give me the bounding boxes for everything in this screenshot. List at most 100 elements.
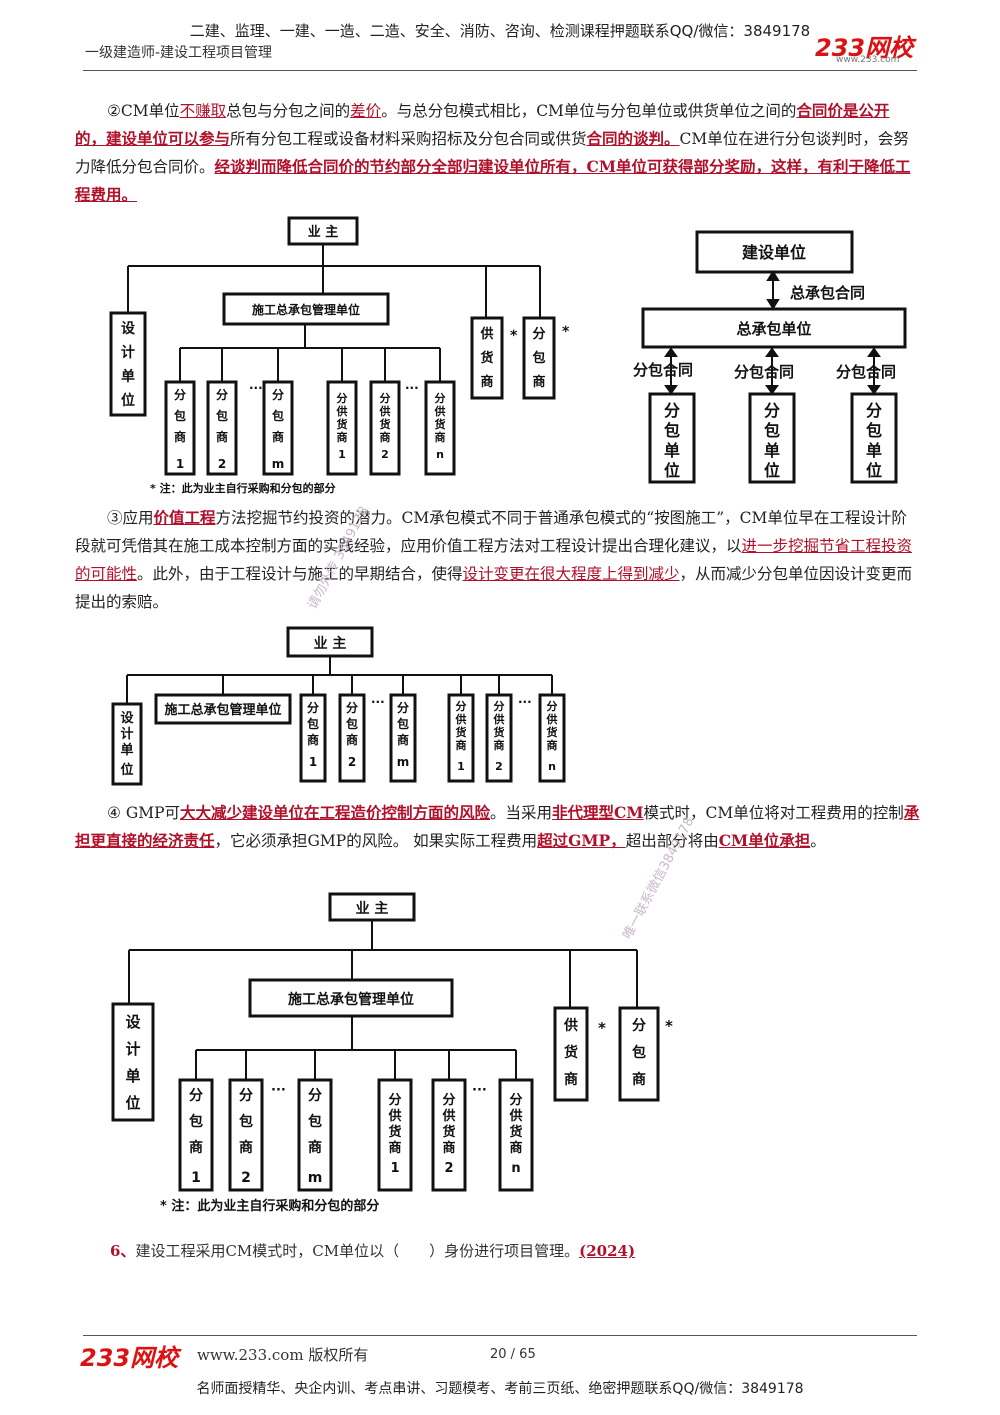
svg-text:商: 商 xyxy=(216,429,228,444)
chart2-owner: 业 主 xyxy=(314,635,347,652)
chart1-subcontractor: 分包商 xyxy=(532,326,545,390)
svg-text:商: 商 xyxy=(532,374,545,390)
gc-sub-contract-1: 分包合同 xyxy=(633,361,693,379)
svg-text:包: 包 xyxy=(189,1113,203,1130)
svg-text:包: 包 xyxy=(173,408,186,423)
svg-text:2: 2 xyxy=(218,457,226,471)
svg-text:m: m xyxy=(272,457,285,471)
svg-text:2: 2 xyxy=(348,755,356,769)
chart1-ellipsis-1: ··· xyxy=(249,381,263,395)
svg-text:货: 货 xyxy=(388,1124,401,1140)
svg-text:供: 供 xyxy=(336,404,348,418)
svg-text:分: 分 xyxy=(435,391,446,405)
svg-text:计: 计 xyxy=(125,1040,140,1058)
svg-text:货: 货 xyxy=(442,1124,455,1140)
svg-text:包: 包 xyxy=(664,421,680,440)
svg-text:包: 包 xyxy=(271,408,284,423)
svg-text:供: 供 xyxy=(508,1108,522,1124)
svg-text:分: 分 xyxy=(388,1092,401,1108)
svg-text:货: 货 xyxy=(434,417,446,431)
svg-text:货: 货 xyxy=(493,725,505,739)
svg-text:包: 包 xyxy=(306,716,319,731)
svg-text:分: 分 xyxy=(397,700,409,715)
gc-client: 建设单位 xyxy=(742,243,806,262)
svg-text:分: 分 xyxy=(494,699,505,713)
footer-logo: 233网校 xyxy=(80,1344,179,1372)
svg-text:商: 商 xyxy=(272,429,284,444)
svg-text:商: 商 xyxy=(456,738,467,752)
svg-text:货: 货 xyxy=(509,1124,522,1140)
svg-text:设: 设 xyxy=(125,1013,140,1031)
svg-text:计: 计 xyxy=(121,344,135,361)
svg-text:分: 分 xyxy=(664,401,680,420)
svg-text:包: 包 xyxy=(764,421,780,440)
svg-text:商: 商 xyxy=(380,430,391,444)
chart3-note: * 注：此为业主自行采购和分包的部分 xyxy=(160,1198,379,1214)
svg-text:n: n xyxy=(436,448,444,461)
svg-text:货: 货 xyxy=(563,1044,578,1061)
svg-text:分: 分 xyxy=(307,700,319,715)
chart3-ellipsis-2: ··· xyxy=(472,1083,487,1098)
page-number: 20 / 65 xyxy=(490,1347,536,1362)
header-logo: 233网校 xyxy=(815,34,914,62)
chart2-ellipsis-2: ··· xyxy=(518,695,532,709)
svg-text:1: 1 xyxy=(309,755,317,769)
svg-text:商: 商 xyxy=(397,732,409,747)
svg-text:分: 分 xyxy=(532,326,545,342)
svg-text:商: 商 xyxy=(346,732,358,747)
svg-text:包: 包 xyxy=(532,350,545,366)
svg-text:商: 商 xyxy=(632,1071,646,1088)
chart3-star-2: * xyxy=(665,1017,673,1035)
svg-text:商: 商 xyxy=(307,732,319,747)
svg-text:2: 2 xyxy=(495,760,503,773)
paragraph-cm-no-markup: ②CM单位不赚取总包与分包之间的差价。与总分包模式相比，CM单位与分包单位或供货… xyxy=(75,101,911,204)
svg-text:位: 位 xyxy=(764,461,780,480)
svg-text:商: 商 xyxy=(308,1139,322,1156)
svg-text:1: 1 xyxy=(176,457,184,471)
svg-text:设: 设 xyxy=(121,321,136,337)
svg-text:包: 包 xyxy=(215,408,228,423)
gc-chart xyxy=(641,230,907,484)
org-chart-1 xyxy=(109,216,556,476)
svg-text:供: 供 xyxy=(479,326,493,342)
chart1-star-1: * xyxy=(510,328,518,344)
chart1-owner: 业 主 xyxy=(308,224,339,240)
header-divider xyxy=(83,70,917,71)
gc-chart-labels: 建设单位 总承包合同 总承包单位 分包合同 分包合同 分包合同 分包单位 分包单… xyxy=(633,243,896,480)
svg-text:包: 包 xyxy=(866,421,882,440)
svg-text:供: 供 xyxy=(546,712,558,726)
svg-text:分: 分 xyxy=(380,391,391,405)
svg-text:1: 1 xyxy=(390,1161,399,1176)
question-year: (2024) xyxy=(579,1242,636,1260)
svg-text:商: 商 xyxy=(509,1140,522,1156)
footer-bottom-line: 名师面授精华、央企内训、考点串讲、习题模考、考前三页纸、绝密押题联系QQ/微信：… xyxy=(196,1381,804,1397)
svg-text:位: 位 xyxy=(120,762,133,778)
svg-text:包: 包 xyxy=(345,716,358,731)
org-chart-2 xyxy=(111,626,566,786)
svg-text:单: 单 xyxy=(121,368,135,385)
svg-text:货: 货 xyxy=(336,417,348,431)
paragraph-value-engineering: ③应用价值工程方法挖掘节约投资的潜力。CM承包模式不同于普通承包模式的“按图施工… xyxy=(75,508,913,611)
gc-sub-contract-3: 分包合同 xyxy=(836,363,896,381)
svg-text:分: 分 xyxy=(632,1018,646,1034)
svg-text:供: 供 xyxy=(455,712,467,726)
svg-text:设: 设 xyxy=(120,711,134,726)
chart3-star-1: * xyxy=(598,1019,606,1037)
svg-text:2: 2 xyxy=(444,1161,453,1176)
svg-text:n: n xyxy=(511,1161,520,1176)
header-top-line: 二建、监理、一建、一造、二造、安全、消防、咨询、检测课程押题联系QQ/微信：38… xyxy=(189,22,811,40)
chart1-cm-unit: 施工总承包管理单位 xyxy=(252,302,360,317)
